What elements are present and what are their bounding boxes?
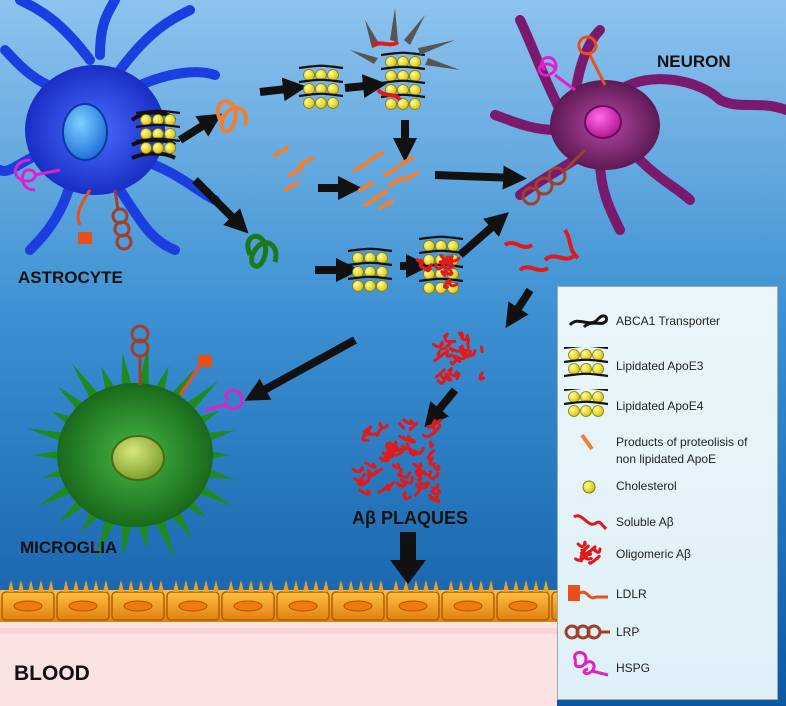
legend-label-soluble-abeta: Soluble Aβ [616, 515, 674, 529]
lipidated-apoe3-stack-1 [298, 64, 344, 109]
legend-item-soluble-abeta: Soluble Aβ [558, 507, 779, 537]
oligomeric-abeta-icon [574, 540, 602, 565]
plaque-down-arrow-shaft [400, 532, 416, 564]
legend-item-apoe3: Lipidated ApoE3 [558, 347, 779, 377]
apoe4-nonlipidated [245, 233, 279, 269]
abca1-transporter [130, 109, 181, 160]
legend-label-hspg: HSPG [616, 661, 651, 675]
legend-item-lrp: LRP [558, 617, 779, 647]
microglia-cell [27, 344, 236, 559]
legend-item-apoe4: Lipidated ApoE4 [558, 389, 779, 419]
legend-label-abca1: ABCA1 Transporter [616, 314, 721, 328]
proteolysis-products-icon [580, 433, 594, 451]
legend-item-hspg: HSPG [558, 649, 779, 679]
blood-label: BLOOD [14, 662, 90, 685]
blood-vessel [0, 622, 557, 706]
abeta-plaque [351, 418, 442, 504]
oligomeric-abeta-cluster [432, 331, 486, 385]
lipidated-apoe3-icon [563, 347, 609, 377]
hspg-icon [573, 651, 609, 677]
legend-panel: ABCA1 Transporter Lipidated ApoE3 Lipida… [557, 286, 778, 700]
lipidated-apoe3-stack-3 [347, 247, 393, 292]
legend-label-ldlr: LDLR [616, 587, 647, 601]
astrocyte-cell [0, 0, 220, 255]
legend-label-proteolysis-line1: Products of proteolisis of [616, 435, 748, 449]
legend-item-oligomeric-abeta: Oligomeric Aβ [558, 539, 779, 569]
abca1-transporter-icon [568, 314, 608, 329]
astrocyte-label: ASTROCYTE [18, 268, 123, 287]
plaque-down-arrow-head [390, 560, 426, 584]
pathway-arrows [177, 74, 534, 428]
legend-label-proteolysis-line2: non lipidated ApoE [616, 452, 717, 466]
ldlr-icon [568, 585, 608, 601]
degradation-spikes [350, 8, 460, 70]
legend-item-proteolysis: Products of proteolisis of non lipidated… [558, 429, 779, 466]
legend-label-apoe4: Lipidated ApoE4 [616, 399, 704, 413]
legend-item-abca1: ABCA1 Transporter [558, 307, 779, 337]
soluble-abeta [370, 40, 580, 273]
plaques-label: Aβ PLAQUES [352, 508, 468, 528]
lipidated-apoe4-icon [563, 389, 609, 417]
legend-label-oligomeric-abeta: Oligomeric Aβ [616, 547, 691, 561]
soluble-abeta-icon [573, 514, 608, 531]
proteolysis-fragments [273, 146, 419, 210]
legend-label-apoe3: Lipidated ApoE3 [616, 359, 704, 373]
lrp-icon [564, 624, 610, 640]
neuron-receptors [521, 35, 607, 206]
legend-label-cholesterol: Cholesterol [616, 479, 677, 493]
microglia-label: MICROGLIA [20, 538, 118, 557]
lipidated-apoe3-stack-2 [380, 51, 426, 110]
legend-item-ldlr: LDLR [558, 579, 779, 609]
apoe3-nonlipidated [216, 99, 248, 134]
cholesterol-icon [582, 480, 596, 494]
neuron-label: NEURON [657, 52, 731, 71]
legend-label-lrp: LRP [616, 625, 640, 639]
legend-item-cholesterol: Cholesterol [558, 472, 779, 502]
microglia-receptors [130, 324, 244, 412]
astrocyte-receptors [13, 158, 133, 251]
lipidated-apoe4-stack [415, 235, 464, 294]
